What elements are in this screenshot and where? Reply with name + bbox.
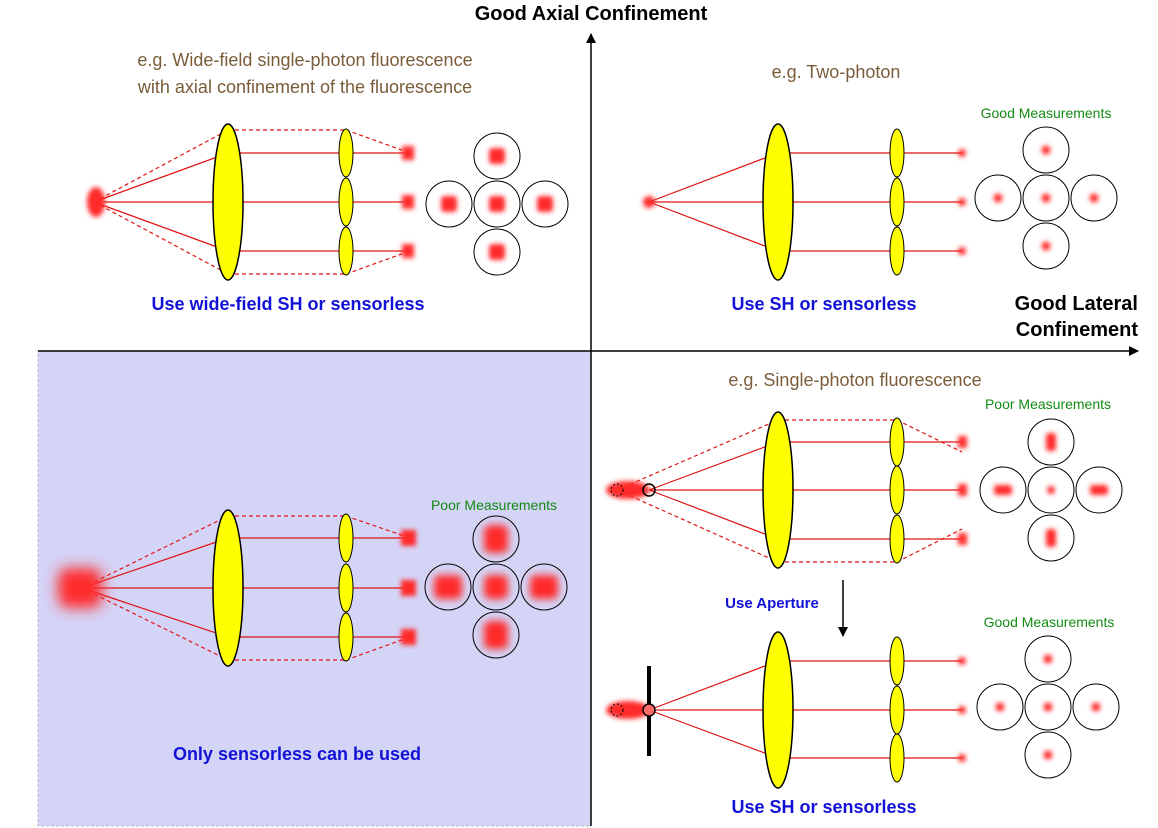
bottom-right-upper-focal-point: [642, 483, 656, 497]
bottom-right-upper-focal-spots: [958, 436, 967, 545]
top-left-example-line2: with axial confinement of the fluorescen…: [137, 77, 472, 97]
top-right-example: e.g. Two-photon: [772, 62, 901, 82]
bottom-right-lower-lenslet-array: [889, 636, 905, 783]
top-left-method: Use wide-field SH or sensorless: [151, 294, 424, 314]
bottom-right-quadrant: e.g. Single-photon fluorescence Poor Mea…: [606, 370, 1123, 817]
bottom-left-method: Only sensorless can be used: [173, 744, 421, 764]
bottom-right-upper-lenslet-array: [889, 417, 905, 564]
bottom-left-measurement-label: Poor Measurements: [431, 497, 557, 513]
top-right-lens: [762, 123, 794, 281]
bottom-right-lower-defocus-point: [610, 703, 624, 717]
top-left-lenslet-array: [338, 128, 354, 276]
top-left-example-line1: e.g. Wide-field single-photon fluorescen…: [137, 50, 472, 70]
bottom-right-upper-rays: [616, 419, 963, 563]
bottom-right-lower-spot-pattern: [976, 635, 1120, 779]
bottom-right-example: e.g. Single-photon fluorescence: [728, 370, 981, 390]
bottom-left-quadrant: Poor Measurements: [58, 497, 568, 764]
top-right-source: [643, 196, 655, 208]
bottom-right-method: Use SH or sensorless: [731, 797, 916, 817]
bottom-right-lower-lens: [762, 631, 794, 789]
top-right-quadrant: e.g. Two-photon Good Measurements: [643, 62, 1118, 314]
bottom-left-focal-spots: [401, 530, 416, 645]
bottom-right-upper-lens: [762, 411, 794, 569]
horizontal-axis-title-line1: Good Lateral: [1015, 293, 1138, 315]
bottom-right-upper-source-blur: [606, 481, 650, 499]
bottom-left-source-blur: [58, 568, 102, 608]
top-left-spot-pattern: [425, 132, 569, 276]
bottom-right-lower-source-blur: [606, 701, 650, 719]
bottom-right-upper-defocus-point: [610, 483, 624, 497]
use-aperture-label: Use Aperture: [725, 595, 819, 612]
top-right-method: Use SH or sensorless: [731, 294, 916, 314]
top-left-source-blur: [87, 187, 105, 217]
bottom-left-spot-pattern: [424, 515, 568, 659]
bottom-left-lenslet-array: [338, 513, 354, 662]
bottom-right-lower-measurement-label: Good Measurements: [984, 614, 1115, 630]
vertical-axis-title: Good Axial Confinement: [475, 3, 708, 25]
top-right-lenslet-array: [889, 128, 905, 276]
top-right-rays: [648, 152, 962, 252]
bottom-right-lower-focal-spots: [958, 657, 966, 762]
bottom-right-upper-spot-pattern: [979, 418, 1123, 562]
horizontal-axis-title-line2: Confinement: [1016, 319, 1139, 341]
top-right-focal-spots: [958, 149, 966, 255]
top-left-focal-spots: [402, 146, 414, 258]
top-left-lens: [212, 123, 244, 281]
top-right-measurement-label: Good Measurements: [981, 105, 1112, 121]
top-left-rays: [93, 129, 411, 275]
bottom-right-lower-focal-point: [642, 703, 656, 717]
bottom-left-lens: [212, 509, 244, 667]
top-right-spot-pattern: [974, 126, 1118, 270]
top-left-quadrant: e.g. Wide-field single-photon fluorescen…: [87, 50, 569, 314]
bottom-left-rays: [81, 515, 411, 661]
bottom-right-lower-rays: [648, 660, 962, 759]
bottom-right-upper-measurement-label: Poor Measurements: [985, 396, 1111, 412]
